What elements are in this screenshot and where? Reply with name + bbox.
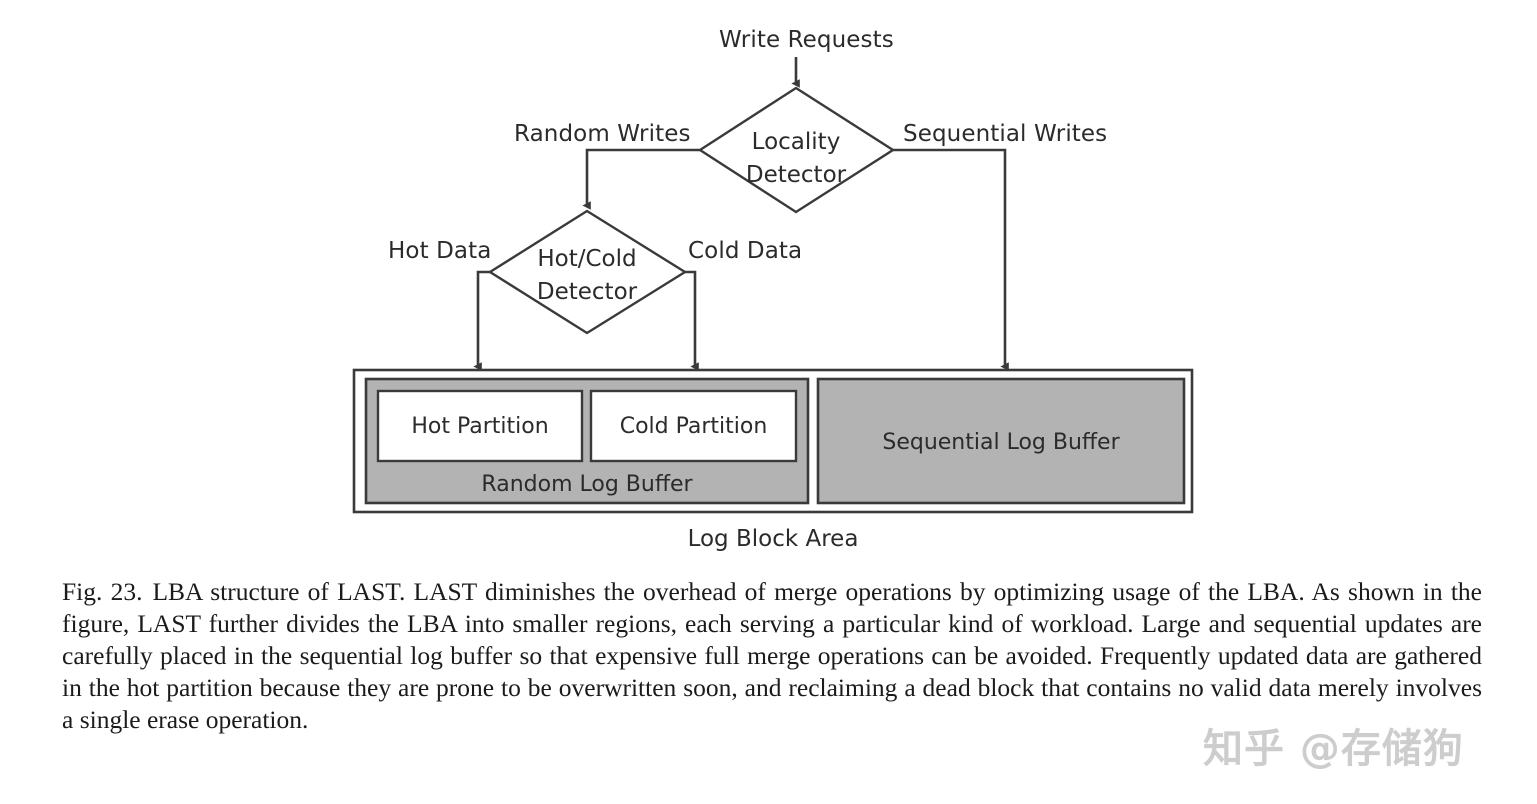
locality-detector-label: Locality Detector <box>696 126 896 191</box>
hot-cold-detector-label: Hot/Cold Detector <box>487 243 687 308</box>
hot-partition-label: Hot Partition <box>411 414 549 439</box>
sequential-writes-connector <box>893 148 1009 371</box>
sequential-writes-label: Sequential Writes <box>903 121 1108 147</box>
cold-partition-box <box>589 389 798 463</box>
figure-number: Fig. 23. <box>62 577 143 606</box>
figure-diagram: Write Requests Random Writes Sequential … <box>352 27 1194 552</box>
hot-data-label: Hot Data <box>388 238 492 264</box>
cold-data-label: Cold Data <box>688 238 803 264</box>
log-block-area-label: Log Block Area <box>687 526 859 552</box>
random-log-buffer-label: Random Log Buffer <box>481 472 693 497</box>
write-requests-label: Write Requests <box>719 27 894 53</box>
figure-caption-text: LBA structure of LAST. LAST diminishes t… <box>62 577 1482 734</box>
hot-cold-detector-line2: Detector <box>536 278 638 305</box>
hot-cold-detector-line1: Hot/Cold <box>537 246 637 272</box>
cold-partition-label: Cold Partition <box>619 414 768 439</box>
hot-data-connector <box>473 270 490 371</box>
locality-detector-diamond <box>697 86 896 214</box>
locality-detector-line1: Locality <box>751 129 841 155</box>
cold-data-connector <box>685 270 699 371</box>
sequential-log-buffer-box <box>816 377 1186 505</box>
random-writes-label: Random Writes <box>514 121 691 147</box>
random-writes-connector <box>582 148 700 210</box>
figure-caption: Fig. 23.LBA structure of LAST. LAST dimi… <box>62 576 1482 736</box>
diagram-canvas <box>352 57 1194 514</box>
hot-partition-box <box>376 389 584 463</box>
sequential-log-buffer-label: Sequential Log Buffer <box>882 430 1120 455</box>
hot-cold-detector-diamond <box>487 209 688 335</box>
locality-detector-line2: Detector <box>745 161 847 188</box>
